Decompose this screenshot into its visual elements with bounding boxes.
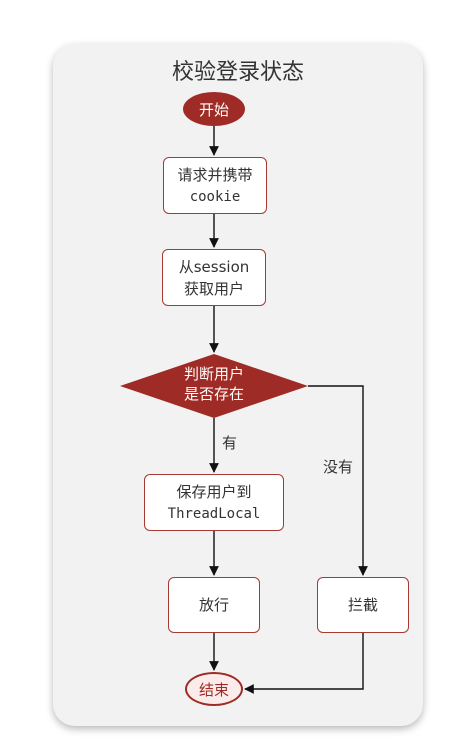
save-to-threadlocal-node: 保存用户到 ThreadLocal <box>144 474 284 531</box>
request-node-line2: cookie <box>189 188 241 205</box>
no-edge-label: 没有 <box>323 458 354 476</box>
save-node-line2: ThreadLocal <box>167 505 261 522</box>
edge-block-to-end <box>244 633 364 694</box>
block-node: 拦截 <box>317 577 409 633</box>
decision-line1: 判断用户 <box>183 365 244 383</box>
diagram-title: 校验登录状态 <box>171 60 304 85</box>
request-with-cookie-node: 请求并携带 cookie <box>163 157 267 214</box>
edge-decision-no <box>308 385 368 576</box>
request-node-line1: 请求并携带 <box>177 165 253 184</box>
yes-edge-label: 有 <box>222 434 238 452</box>
decision-diamond <box>120 354 308 418</box>
start-node: 开始 <box>183 92 245 126</box>
end-node: 结束 <box>185 672 243 706</box>
decision-line2: 是否存在 <box>183 385 244 403</box>
save-node-line1: 保存用户到 <box>176 482 252 501</box>
allow-node: 放行 <box>168 577 260 633</box>
session-node-line2: 获取用户 <box>183 279 244 298</box>
get-user-from-session-node: 从session 获取用户 <box>162 249 266 306</box>
decision-label: 判断用户 是否存在 <box>150 364 278 404</box>
session-node-line1: 从session <box>178 257 250 276</box>
